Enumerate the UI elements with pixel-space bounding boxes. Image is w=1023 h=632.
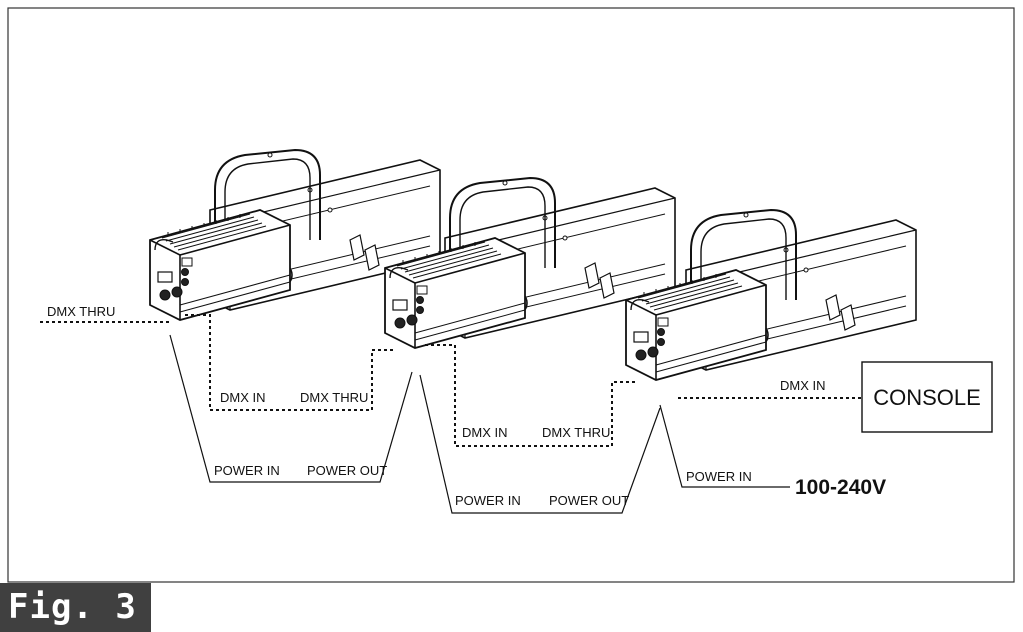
- label-dmx-thru-2: DMX THRU: [300, 390, 368, 405]
- power-line-1: [169, 334, 413, 483]
- label-dmx-in-console: DMX IN: [780, 378, 826, 393]
- label-power-in-3: POWER IN: [686, 469, 752, 484]
- label-power-out-2: POWER OUT: [549, 493, 629, 508]
- dmx-line-1-2: [185, 314, 395, 411]
- power-cables: [169, 334, 790, 514]
- dmx-cables: [40, 314, 862, 447]
- power-line-3: [659, 404, 790, 488]
- label-console: CONSOLE: [873, 385, 981, 410]
- dmx-line-2-3: [425, 344, 635, 447]
- label-power-in-2: POWER IN: [455, 493, 521, 508]
- label-dmx-thru-1: DMX THRU: [47, 304, 115, 319]
- diagram-frame: [7, 7, 1015, 583]
- console-box: [861, 361, 993, 433]
- figure-label: Fig. 3: [0, 583, 151, 632]
- label-dmx-in-3: DMX IN: [462, 425, 508, 440]
- label-voltage: 100-240V: [795, 476, 886, 499]
- label-power-out-1: POWER OUT: [307, 463, 387, 478]
- label-dmx-thru-3: DMX THRU: [542, 425, 610, 440]
- label-power-in-1: POWER IN: [214, 463, 280, 478]
- power-line-2: [419, 374, 661, 514]
- label-dmx-in-2: DMX IN: [220, 390, 266, 405]
